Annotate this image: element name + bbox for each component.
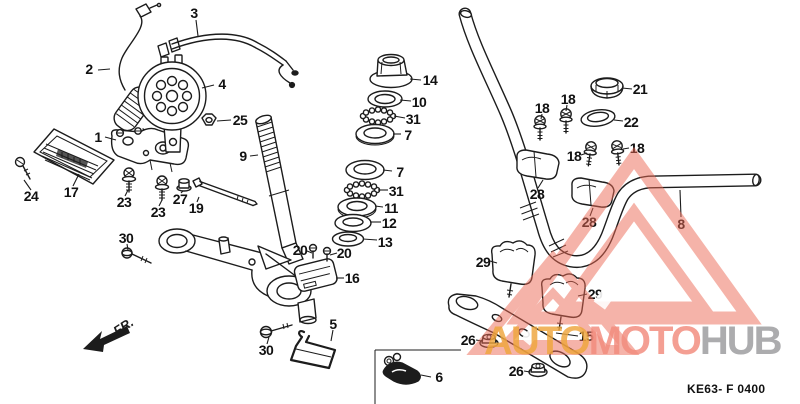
callout-4: 4 xyxy=(218,76,226,92)
callout-29b: 29 xyxy=(587,286,603,302)
fr-arrow xyxy=(83,326,130,352)
callout-15: 15 xyxy=(578,328,594,344)
callout-25: 25 xyxy=(232,112,248,128)
callout-9: 9 xyxy=(239,148,247,164)
clip-part5 xyxy=(289,329,337,370)
callout-18b: 18 xyxy=(560,91,576,107)
callout-22: 22 xyxy=(623,114,639,130)
callout-28b: 28 xyxy=(581,214,597,230)
callout-18a: 18 xyxy=(534,100,550,116)
holder-part28-a xyxy=(516,149,560,180)
callout-27: 27 xyxy=(172,191,188,207)
callout-6: 6 xyxy=(435,369,443,385)
stem-nut-part14 xyxy=(369,53,413,89)
handlebar-part8 xyxy=(458,7,762,269)
callout-1: 1 xyxy=(94,129,102,145)
emblem-part17 xyxy=(33,128,115,185)
washer-part13 xyxy=(331,231,365,247)
harness-part3 xyxy=(157,33,299,89)
callout-21: 21 xyxy=(632,81,648,97)
bearing-part31-bottom xyxy=(343,180,381,200)
washer-part22 xyxy=(580,109,616,127)
cap-part21 xyxy=(590,77,624,99)
stem-part9 xyxy=(255,114,297,249)
race-part7-top xyxy=(355,123,395,146)
callout-20b: 20 xyxy=(336,245,352,261)
callout-19: 19 xyxy=(188,200,204,216)
callout-31b: 31 xyxy=(388,183,404,199)
nut-part27 xyxy=(176,178,192,192)
stud-part19 xyxy=(192,177,258,207)
callout-5: 5 xyxy=(329,316,337,332)
callout-18d: 18 xyxy=(629,140,645,156)
bolt-part23-a xyxy=(121,167,137,193)
screw-part24 xyxy=(14,156,31,180)
clamp-part6 xyxy=(382,352,421,385)
callout-18c: 18 xyxy=(566,148,582,164)
switch-part16 xyxy=(293,243,338,292)
callout-26b: 26 xyxy=(508,363,524,379)
nut-part25 xyxy=(201,113,217,126)
callout-2: 2 xyxy=(85,61,93,77)
callout-23b: 23 xyxy=(150,204,166,220)
nut-part26-a xyxy=(479,333,499,349)
inset-box xyxy=(374,349,461,404)
holder-part28-b xyxy=(571,177,615,208)
clamp-part29-a xyxy=(490,240,536,298)
callout-14: 14 xyxy=(422,72,438,88)
callout-29a: 29 xyxy=(475,254,491,270)
bolt-part30-a xyxy=(121,247,152,264)
bolt-part18-d xyxy=(610,140,625,166)
callout-13: 13 xyxy=(377,234,393,250)
race-part7-bottom xyxy=(345,159,385,181)
callout-23a: 23 xyxy=(116,194,132,210)
bolt-part18-b xyxy=(559,108,573,134)
bottom-bridge xyxy=(158,228,317,325)
callout-30a: 30 xyxy=(118,230,134,246)
callout-24: 24 xyxy=(23,188,39,204)
bolt-part18-a xyxy=(533,115,547,141)
diagram-code: KE63- F 0400 xyxy=(687,382,766,396)
callout-17: 17 xyxy=(63,184,79,200)
callout-8: 8 xyxy=(677,216,685,232)
callout-10: 10 xyxy=(411,94,427,110)
bearing-part31-top xyxy=(359,106,397,126)
callout-28a: 28 xyxy=(529,186,545,202)
callout-31a: 31 xyxy=(405,111,421,127)
callout-12: 12 xyxy=(381,215,397,231)
callout-3: 3 xyxy=(190,5,198,21)
bolt-part23-b xyxy=(154,175,170,201)
callout-30b: 30 xyxy=(258,342,274,358)
callout-26a: 26 xyxy=(460,332,476,348)
bolt-part30-b xyxy=(259,322,293,339)
seal-part12 xyxy=(334,213,372,233)
callout-20a: 20 xyxy=(292,242,308,258)
horn-part4 xyxy=(137,54,207,153)
clamp-part29-b xyxy=(540,273,586,331)
callout-7a: 7 xyxy=(404,127,412,143)
callout-16: 16 xyxy=(344,270,360,286)
nut-part26-b xyxy=(528,362,548,378)
washer-part10 xyxy=(367,90,403,108)
callout-11: 11 xyxy=(384,200,398,216)
callout-7b: 7 xyxy=(396,164,404,180)
